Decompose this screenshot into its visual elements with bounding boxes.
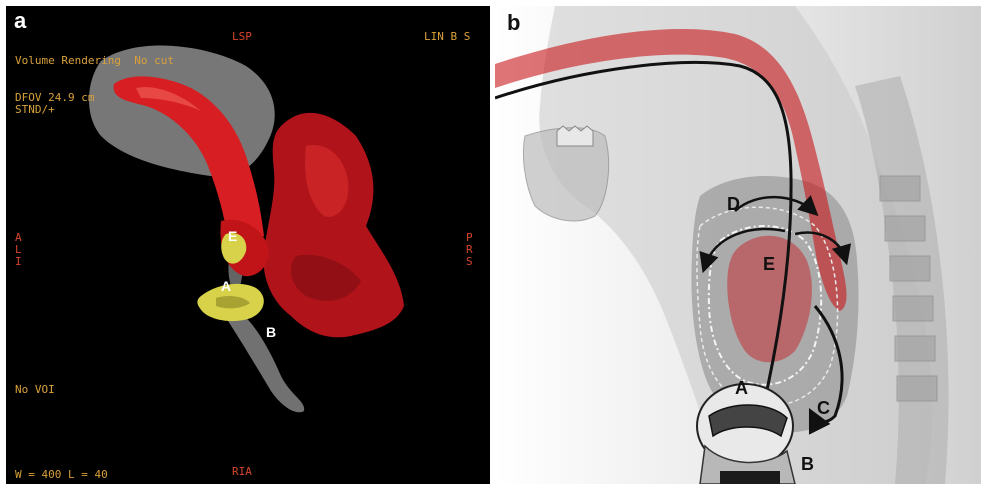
- orientation-bottom: RIA: [232, 466, 252, 478]
- orientation-top: LSP: [232, 31, 252, 43]
- scanner-id-label: LIN B S: [424, 31, 470, 43]
- label-b: B: [266, 324, 276, 340]
- orientation-left-3: I: [15, 256, 22, 268]
- label-a-schematic: A: [735, 378, 748, 399]
- label-e: E: [228, 228, 237, 244]
- voi-label: No VOI: [15, 384, 55, 396]
- volume-render-image: [6, 6, 490, 484]
- red-mass: [263, 113, 404, 337]
- panel-b-letter: b: [507, 10, 520, 36]
- label-c: C: [817, 398, 830, 419]
- panel-a-letter: a: [14, 8, 26, 34]
- label-b-schematic: B: [801, 454, 814, 475]
- schematic-panel: b D E A C B: [495, 6, 981, 484]
- probe-base: [720, 471, 780, 484]
- kernel-label: STND/+: [15, 104, 55, 116]
- window-level-label: W = 400 L = 40: [15, 469, 108, 481]
- orientation-right-3: S: [466, 256, 473, 268]
- label-d: D: [727, 194, 740, 215]
- schematic-illustration: [495, 6, 981, 484]
- label-a: A: [221, 278, 231, 294]
- teeth: [557, 126, 593, 146]
- render-mode-label: Volume Rendering No cut: [15, 55, 174, 67]
- volume-rendering-panel: a LSP LIN B S Volume Rendering No cut DF…: [6, 6, 490, 484]
- grey-tissue-lower: [228, 306, 304, 412]
- label-e-schematic: E: [763, 254, 775, 275]
